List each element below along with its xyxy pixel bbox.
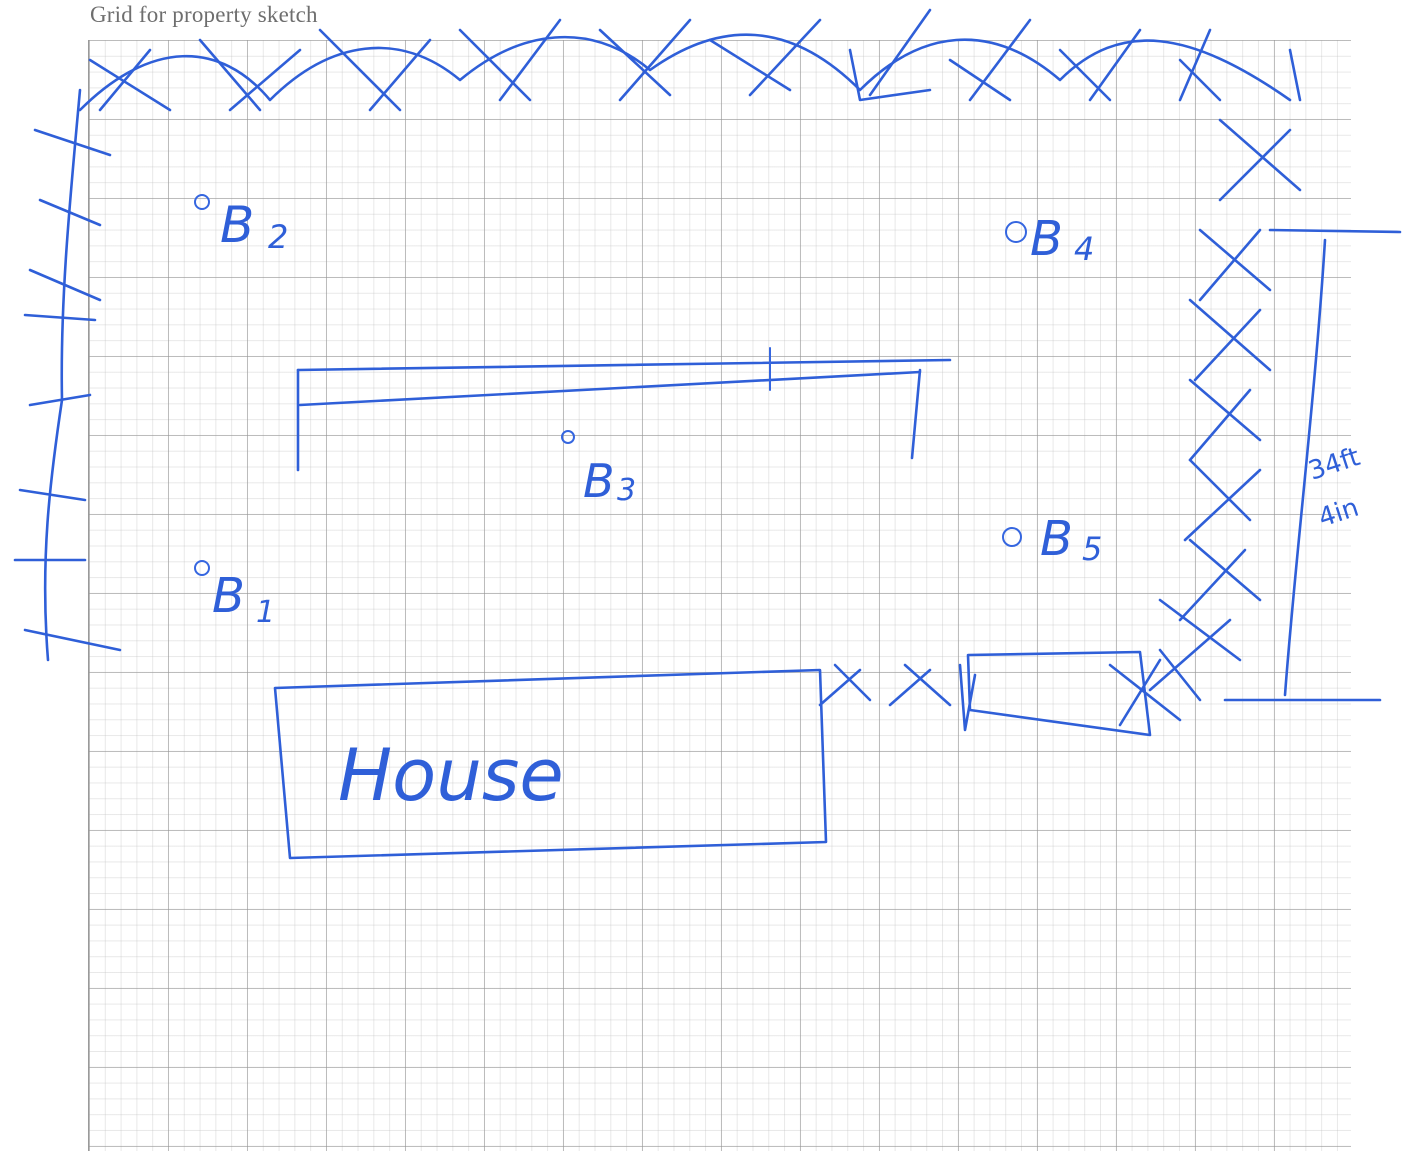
borehole-label: B [583,454,615,508]
borehole-label: B [220,196,254,254]
right-fence [1148,118,1302,702]
dimension-line [1223,228,1402,702]
borehole-b4: B 4 [1005,211,1094,268]
gate-connector [818,650,1182,737]
house-outline [273,668,828,860]
borehole-label: B [1030,211,1063,267]
left-fence [13,88,122,662]
dimension-label-inches: 4in [1315,493,1363,534]
page-title: Grid for property sketch [90,2,318,27]
borehole-label: B [1040,511,1073,567]
graph-paper-grid [88,40,1351,1151]
borehole-b5: B 5 [1002,511,1102,568]
borehole-subscript: 1 [256,595,275,630]
borehole-b2: B 2 [194,194,288,256]
borehole-b1: B 1 [194,560,275,630]
borehole-subscript: 3 [617,473,636,508]
borehole-subscript: 5 [1082,530,1102,568]
dimension-label-feet: 34ft [1305,442,1364,487]
house-label: House [338,733,564,817]
driveway-outline [296,347,952,472]
borehole-subscript: 2 [268,218,288,256]
borehole-label: B [212,568,245,624]
borehole-b3: B 3 [561,430,636,508]
borehole-subscript: 4 [1074,230,1094,268]
top-fence [78,8,1302,112]
